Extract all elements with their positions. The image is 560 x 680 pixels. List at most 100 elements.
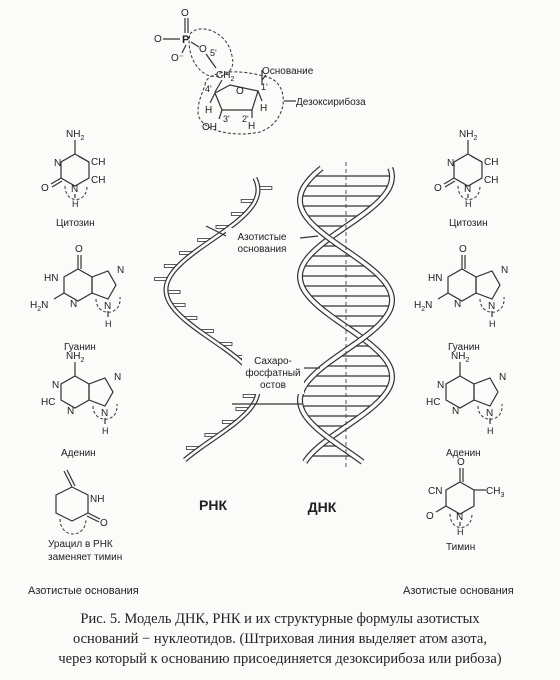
n-label: N [101, 408, 108, 419]
callout-backbone-line1: Сахаро- [254, 356, 292, 367]
label-deoxyribose: Дезоксирибоза [296, 96, 366, 108]
nh2-label: NH2 [451, 351, 469, 364]
ch-label: CH [91, 157, 105, 168]
base-name: Аденин [61, 448, 96, 459]
n-label: N [454, 299, 461, 310]
n-label: N [437, 380, 444, 391]
n-label: N [71, 184, 78, 195]
o-label: O [459, 244, 467, 255]
hn-label: HN [44, 273, 58, 284]
phosphate-o-top: O [181, 8, 189, 19]
base-name: Цитозин [56, 218, 95, 229]
h-4: H [205, 105, 212, 116]
callout-backbone-line2: фосфатный [245, 367, 300, 379]
pos-4: 4' [205, 84, 212, 94]
leader-line [299, 235, 319, 239]
n-label: N [114, 372, 121, 383]
cn-label: CN [428, 486, 442, 497]
bond [181, 44, 187, 54]
nh-label: NH [90, 494, 104, 505]
bond [209, 92, 216, 104]
left-cytosine: NH2 N CH CH O N H Цитозин [41, 129, 105, 229]
dna-label: ДНК [308, 499, 337, 515]
left-uracil: NH O Урацил в РНК заменяет тимин [48, 469, 122, 563]
o-label: O [434, 183, 442, 194]
callout-bases-line2: основания [238, 244, 287, 255]
pos-3: 3' [223, 114, 230, 124]
pos-1: 1' [261, 82, 268, 92]
dna-helix [296, 165, 396, 465]
o-label: O [75, 244, 83, 255]
nh2-label: NH2 [66, 129, 84, 142]
dna-backbone-b-inner [298, 166, 394, 464]
rna-backbone [163, 176, 261, 462]
o-label: O [41, 183, 49, 194]
right-adenine: NH2 N HC N N N H Аденин [426, 351, 506, 459]
nh2-label: NH2 [459, 129, 477, 142]
rna-backbone-inner [164, 177, 260, 461]
bond [190, 41, 200, 48]
base-name: Урацил в РНК [48, 539, 113, 550]
footer-left-label: Азотистые основания [28, 585, 139, 597]
n-label: N [452, 406, 459, 417]
ch-label: CH [91, 175, 105, 186]
ch-label: CH [484, 157, 498, 168]
o-label: O [457, 457, 465, 468]
leader-line [205, 225, 227, 237]
dna-backbone-a-inner [298, 167, 394, 464]
callout-background [226, 228, 298, 258]
backbone-callout: Сахаро- фосфатный остов [232, 352, 320, 405]
n-label: N [499, 372, 506, 383]
base-note: заменяет тимин [48, 552, 122, 563]
phosphate-p: P [182, 34, 189, 46]
callout-background [242, 352, 304, 394]
n-label: N [67, 406, 74, 417]
callout-bases-line1: Азотистые [238, 232, 287, 243]
left-adenine: NH2 N HC N N N H Аденин [41, 351, 121, 459]
h2n-label: H2N [30, 300, 48, 313]
footer-right-label: Азотистые основания [403, 585, 514, 597]
rna-label: РНК [199, 497, 227, 513]
h-1: H [260, 103, 267, 114]
h-2: H [248, 121, 255, 132]
h-label: H [487, 426, 494, 436]
h-label: H [465, 199, 472, 209]
n-label: N [104, 301, 111, 312]
bases-callout: Азотистые основания [205, 225, 319, 258]
h-label: H [72, 199, 79, 209]
left-guanine: O HN N N H2N N H Гуанин [30, 244, 124, 353]
o-label: O [100, 518, 108, 529]
n-label: N [117, 265, 124, 276]
h-label: H [489, 319, 496, 329]
ring-o: O [236, 86, 244, 97]
n-label: N [52, 380, 59, 391]
pos-2: 2' [242, 114, 249, 124]
attachment-dashed-arc [95, 296, 121, 313]
attachment-dashed-arc [479, 296, 505, 313]
ch-label: CH [484, 175, 498, 186]
n-label: N [486, 408, 493, 419]
h-label: H [102, 426, 109, 436]
bond [257, 90, 263, 102]
caption-line-3: через который к основанию присоединяется… [58, 651, 502, 667]
right-guanine: O HN N N H2N N H Гуанин [414, 244, 508, 353]
attachment-dashed-arc [59, 518, 87, 535]
right-thymine: O CN CH3 O N H Тимин [426, 457, 504, 553]
hn-label: HN [428, 273, 442, 284]
phosphate-o-left: O [154, 34, 162, 45]
base-name: Цитозин [449, 218, 488, 229]
h-label: H [105, 319, 112, 329]
n-label: N [447, 158, 454, 169]
base-name: Аденин [446, 448, 481, 459]
n-label: N [70, 299, 77, 310]
sugar-ring [214, 84, 259, 111]
rna-helix [154, 176, 273, 462]
h-label: H [457, 527, 464, 537]
bond [218, 109, 223, 120]
pos-5: 5' [210, 48, 217, 58]
hc-label: HC [426, 397, 440, 408]
ch3-label: CH3 [486, 486, 504, 499]
callout-backbone-line3: остов [260, 380, 286, 391]
attachment-dashed-arc [477, 403, 503, 420]
